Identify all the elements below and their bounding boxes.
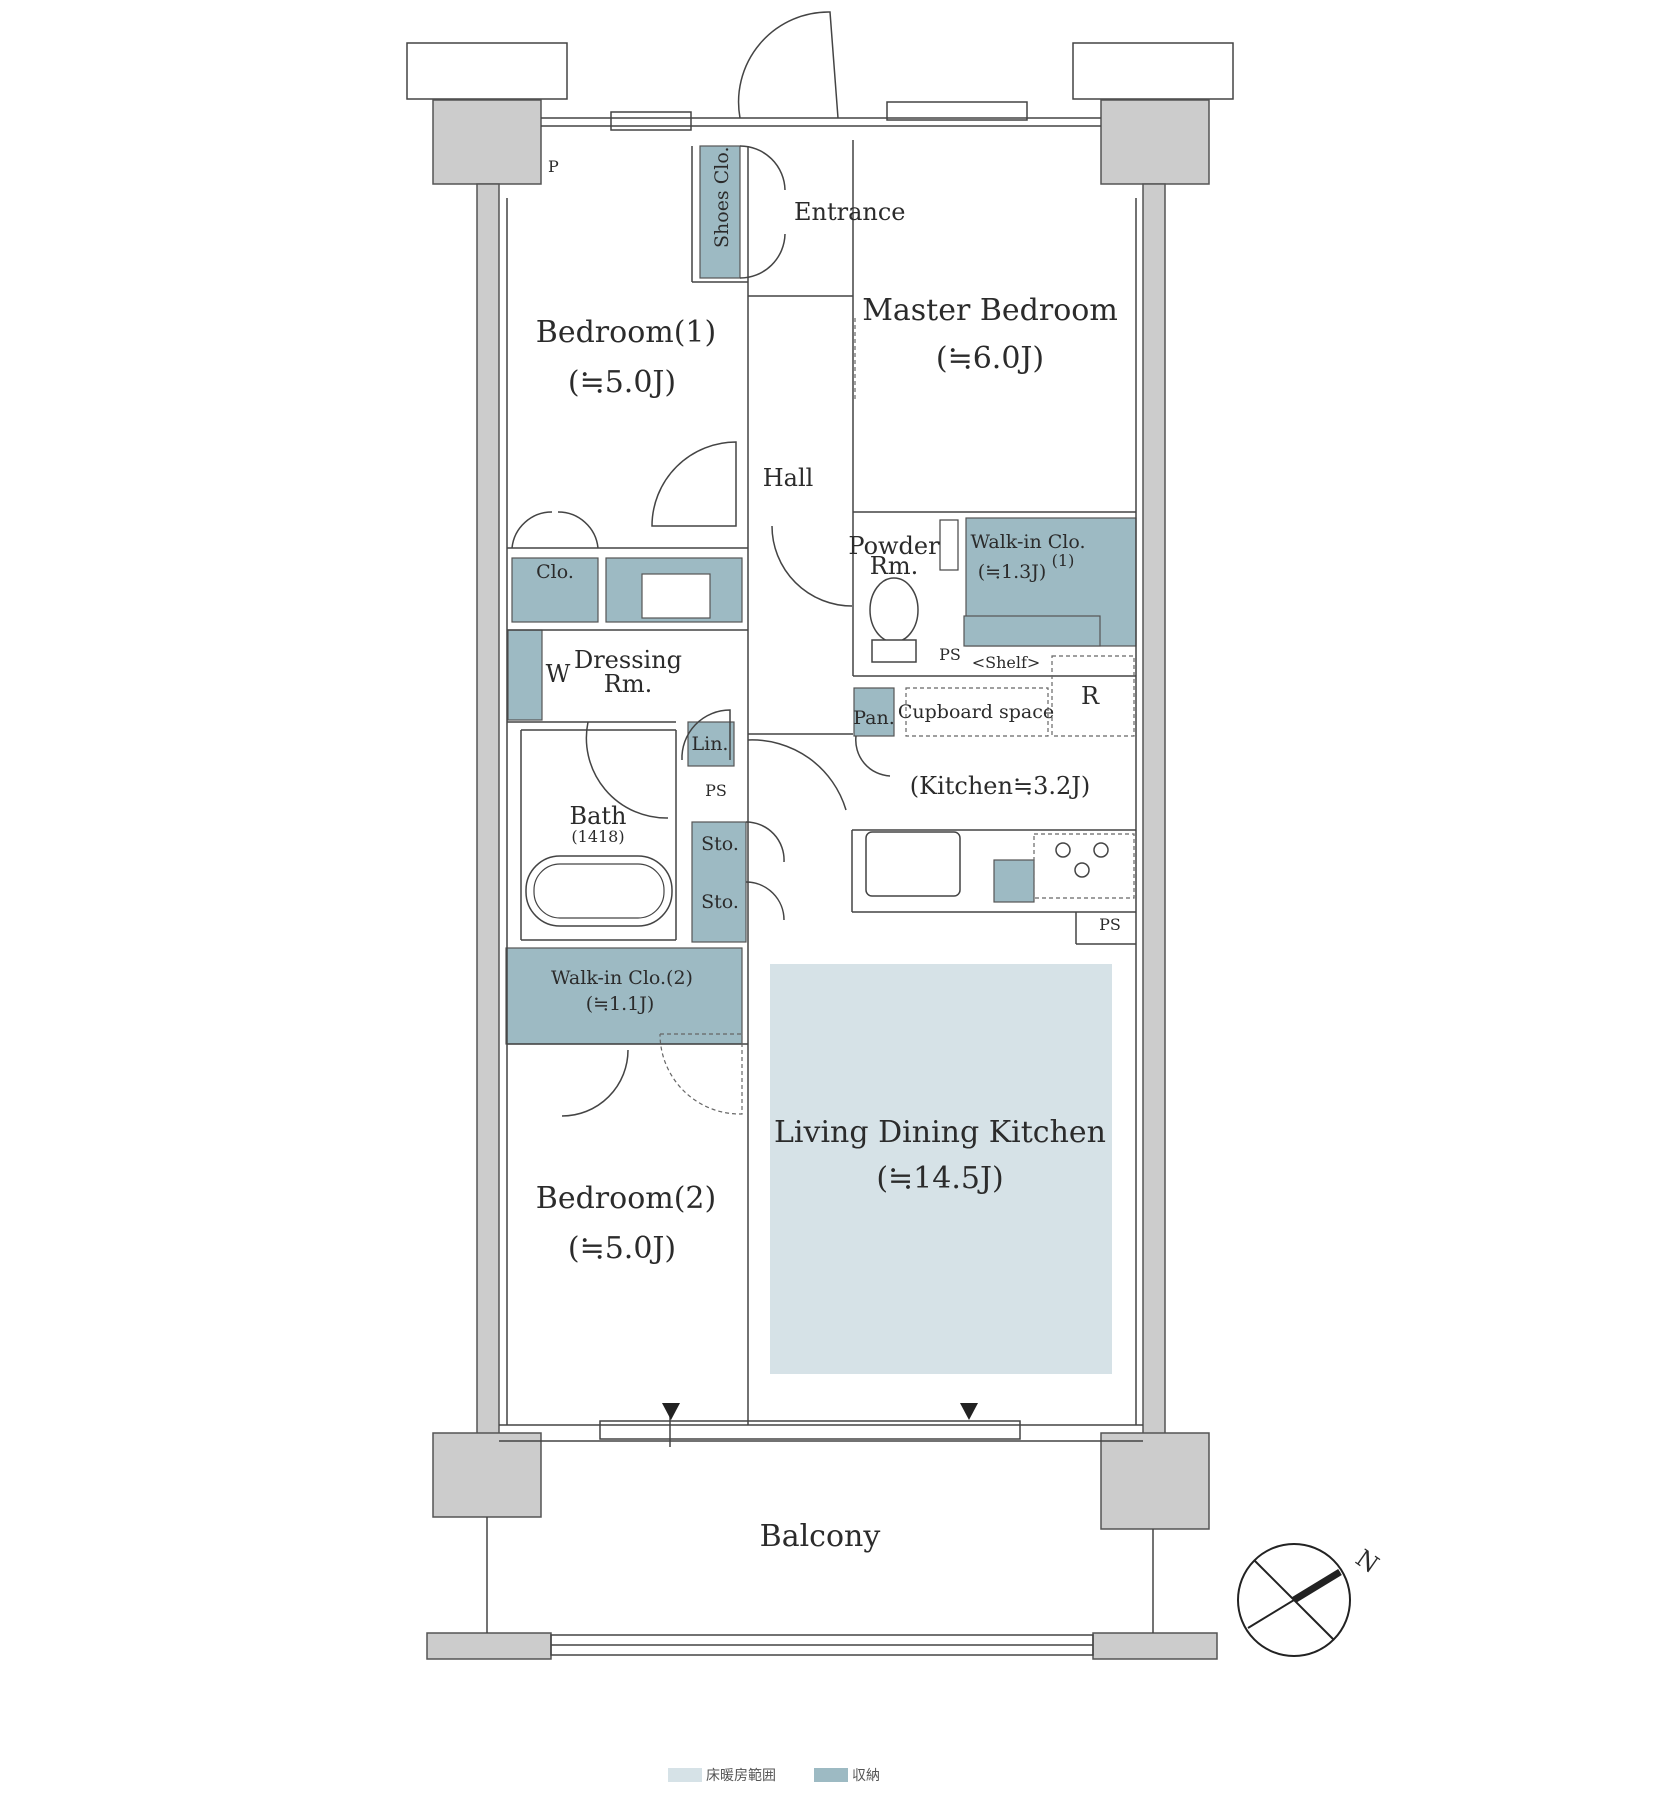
hall-label: Hall: [763, 464, 814, 492]
interior-walls: [506, 140, 1137, 1425]
wall-right: [1142, 183, 1166, 1435]
dressing-room-label: Dressing: [574, 646, 682, 674]
structure: [406, 42, 1234, 1660]
basin: [641, 573, 711, 619]
ldk-label: Living Dining Kitchen: [774, 1115, 1106, 1150]
legend-floor-heating: 床暖房範囲: [706, 1767, 776, 1784]
column-top-left: [432, 99, 542, 185]
closet-area: [511, 557, 599, 623]
kitchen-label: (Kitchen≒3.2J): [910, 772, 1090, 800]
dashed-elements: [659, 318, 1135, 1115]
pantry-label: Pan.: [853, 707, 895, 729]
powder-room-label-2: Rm.: [870, 552, 918, 580]
toilet: [869, 577, 919, 643]
walkin1-number: (1): [1052, 551, 1075, 570]
entrance-label: Entrance: [794, 198, 906, 226]
bedroom2-size: (≒5.0J): [568, 1231, 676, 1266]
column-top-right: [1100, 99, 1210, 185]
master-bedroom-size: (≒6.0J): [936, 341, 1044, 376]
linen-area: [687, 721, 735, 767]
master-bedroom-label: Master Bedroom: [862, 293, 1118, 328]
stove-burner: [1055, 842, 1071, 858]
linen-label: Lin.: [692, 733, 729, 755]
ldk-floor-heating: [770, 964, 1112, 1374]
legend-swatch-storage: [814, 1768, 848, 1782]
ps-label-3: PS: [1099, 915, 1121, 934]
storage-areas: [505, 145, 1137, 1045]
closet-label: Clo.: [536, 561, 574, 583]
pantry-area: [853, 687, 895, 737]
washer-area: [507, 629, 543, 721]
column-bottom-left: [432, 1432, 542, 1518]
door-swings: [511, 11, 891, 1117]
marker-triangle: [662, 1403, 680, 1420]
bath-label: Bath: [569, 802, 626, 830]
walkin2-area: [505, 947, 743, 1045]
kitchen-sink: [865, 831, 961, 897]
bedroom1-label: Bedroom(1): [536, 315, 716, 350]
balcony-label: Balcony: [760, 1519, 881, 1554]
balcony-rail-right: [1092, 1632, 1218, 1660]
powder-room-label: Powder: [848, 532, 940, 560]
powder-sink: [939, 519, 959, 571]
compass-north-label: N: [1351, 1544, 1384, 1579]
balcony-rail-left: [426, 1632, 552, 1660]
shoes-closet-label: Shoes Clo.: [711, 147, 733, 249]
bedroom2-label: Bedroom(2): [536, 1181, 716, 1216]
storage-label-2: Sto.: [701, 891, 739, 913]
stove-burner: [1074, 862, 1090, 878]
storage-area: [691, 821, 747, 943]
ps-label-1: PS: [939, 645, 961, 664]
legend: 床暖房範囲 収納: [668, 1767, 880, 1784]
ldk-size: (≒14.5J): [876, 1161, 1003, 1196]
walkin2-label: Walk-in Clo.(2): [551, 967, 693, 989]
fixtures: [525, 519, 1109, 927]
column-bottom-right: [1100, 1432, 1210, 1530]
compass: N: [1237, 1543, 1384, 1657]
cupboard-space-label: Cupboard space: [898, 701, 1054, 723]
walkin1-size: (≒1.3J): [978, 561, 1047, 583]
top-right-box: [1072, 42, 1234, 100]
bathtub: [525, 855, 673, 927]
bath-size: (1418): [571, 827, 624, 846]
legend-storage: 収納: [852, 1768, 880, 1784]
stove-burner: [1093, 842, 1109, 858]
shelf-area: [963, 615, 1101, 647]
bedroom1-size: (≒5.0J): [568, 365, 676, 400]
labels: Entrance Shoes Clo. Master Bedroom (≒6.0…: [536, 147, 1121, 1555]
p-mark: P: [548, 157, 559, 176]
shelf-label: <Shelf>: [972, 653, 1041, 672]
top-left-box: [406, 42, 568, 100]
wall-left: [476, 183, 500, 1435]
marker-triangle: [960, 1403, 978, 1420]
dressing-room-label-2: Rm.: [604, 670, 652, 698]
window-markers: [662, 1403, 978, 1420]
washer-label: W: [546, 660, 571, 688]
ps-label-2: PS: [705, 781, 727, 800]
kitchen-storage: [993, 859, 1035, 903]
refrigerator-label: R: [1081, 682, 1100, 710]
shoes-closet-area: [699, 145, 741, 279]
compass-north-arrow: [1292, 1569, 1342, 1603]
legend-swatch-floor-heating: [668, 1768, 702, 1782]
walkin2-size: (≒1.1J): [586, 993, 655, 1015]
walkin1-label: Walk-in Clo.: [971, 531, 1086, 553]
storage-label-1: Sto.: [701, 833, 739, 855]
